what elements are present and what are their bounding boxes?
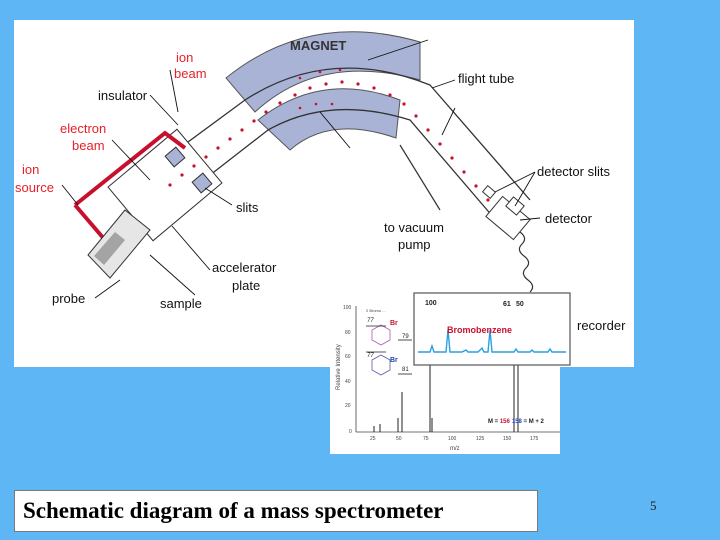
- vacuum-line: [399, 144, 441, 211]
- fragment-77b: 77: [367, 353, 374, 359]
- molecule-sketches: [366, 324, 412, 376]
- spectrum-ytick: 80: [345, 330, 351, 336]
- slide-caption: Schematic diagram of a mass spectrometer: [23, 498, 444, 523]
- spectrum-ytick: 0: [349, 429, 352, 435]
- spectrum-ylabel: Relative Intensity: [336, 344, 342, 390]
- label-slits: slits: [236, 200, 259, 215]
- spectrum-xtick: 175: [530, 436, 539, 442]
- spectrum-xtick: 50: [396, 436, 402, 442]
- label-ion-beam-1: ion: [176, 50, 193, 65]
- label-ion-source-1: ion: [22, 162, 39, 177]
- label-right-mass-1: only ions of the right mass: [458, 98, 623, 113]
- spectrum-xtick: 100: [448, 436, 457, 442]
- spectrum-ytick: 60: [345, 354, 351, 360]
- label-too-heavy-2: bend too little: [453, 43, 538, 58]
- spectrum-xtick: 150: [503, 436, 512, 442]
- label-accelerator-2: plate: [232, 278, 260, 293]
- label-too-heavy-1: ions that are too heavy: [425, 26, 567, 41]
- label-ion-beam-2: beam: [174, 66, 207, 81]
- fragment-81: 81: [402, 367, 409, 373]
- probe: [87, 209, 151, 279]
- spectrum-small-title: 2 Bromo ...: [366, 308, 386, 313]
- recorder-trace: 100 61 50 Bromobenzene: [413, 292, 571, 366]
- label-electron-beam-2: beam: [72, 138, 105, 153]
- label-ion-source-2: source: [15, 180, 54, 195]
- label-electron-beam-1: electron: [60, 121, 106, 136]
- spectrum-xtick: 25: [370, 436, 376, 442]
- magnet-outer: [225, 31, 421, 113]
- label-detector: detector: [545, 211, 593, 226]
- spectrum-xtick: 125: [476, 436, 485, 442]
- label-vacuum-2: pump: [398, 237, 431, 252]
- fragment-77a: 77: [367, 318, 374, 324]
- spectrum-ytick: 40: [345, 379, 351, 385]
- magnet-label: MAGNET: [290, 38, 346, 53]
- label-accelerator-1: accelerator: [212, 260, 277, 275]
- recorder-trace-line: [418, 329, 566, 353]
- label-probe: probe: [52, 291, 85, 306]
- spectrum-ytick: 20: [345, 403, 351, 409]
- label-recorder: recorder: [577, 318, 626, 333]
- spectrum-xtick: 75: [423, 436, 429, 442]
- pointer-lines: [61, 39, 541, 299]
- label-too-light-2: bend too much: [278, 163, 371, 178]
- ion-beam-path: [168, 68, 490, 202]
- magnet-inner: [257, 88, 401, 151]
- flight-tube: [149, 67, 531, 226]
- label-flight-tube: flight tube: [458, 71, 514, 86]
- caption-box: Schematic diagram of a mass spectrometer: [14, 490, 538, 532]
- label-vacuum-1: to vacuum: [384, 220, 444, 235]
- spectrum-ytick: 100: [343, 305, 352, 311]
- fragment-79: 79: [402, 334, 409, 340]
- recorder-peak-61: 61: [503, 301, 511, 308]
- label-too-light-1: ions that are too light: [262, 146, 395, 161]
- ion-source: [73, 128, 223, 242]
- spectrum-xlabel: m/z: [450, 446, 460, 452]
- compound-name: Bromobenzene: [447, 325, 512, 335]
- fragment-br-1: Br: [390, 320, 398, 327]
- recorder-peak-50: 50: [516, 301, 524, 308]
- page-number: 5: [650, 498, 657, 513]
- label-detector-slits: detector slits: [537, 164, 610, 179]
- label-right-mass-2: can enter the detector: [475, 116, 611, 131]
- fragment-br-2: Br: [390, 357, 398, 364]
- label-insulator: insulator: [98, 88, 148, 103]
- recorder-box: [413, 292, 571, 366]
- recorder-peak-100: 100: [425, 300, 437, 307]
- label-sample: sample: [160, 296, 202, 311]
